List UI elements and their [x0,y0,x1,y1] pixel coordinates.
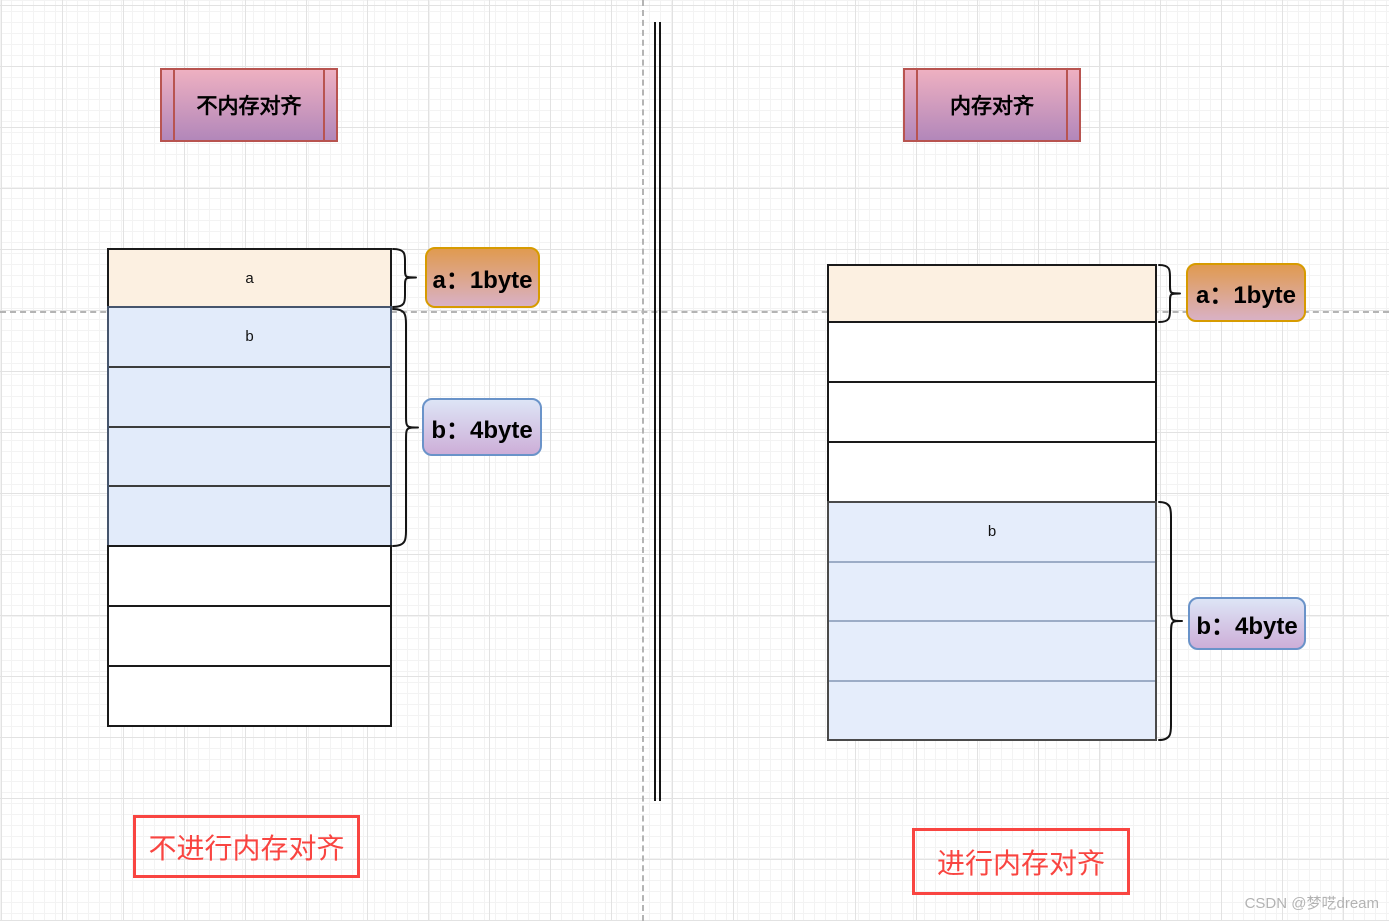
left-callout-b: b：4byte [422,398,542,456]
process-bar-left [916,70,918,140]
left-brace-a [391,248,417,308]
left-memory-cell-a: a [107,248,392,308]
right-memory-cell-pad-2 [827,381,1157,443]
process-bar-right [323,70,325,140]
left-memory-block-b: b [107,306,392,547]
right-caption-box: 进行内存对齐 [912,828,1130,895]
left-memory-cell-b1: b [109,308,390,368]
right-memory-cell-pad-3 [827,441,1157,503]
left-brace-b [391,308,419,547]
right-callout-b: b：4byte [1188,597,1306,650]
right-title-box: 内存对齐 [903,68,1081,142]
right-cell-b-label: b [987,523,997,541]
right-memory-cell-pad-1 [827,321,1157,383]
left-memory-cell-b3 [109,428,390,488]
right-callout-b-label: b：4byte [1196,613,1298,640]
left-caption-box: 不进行内存对齐 [133,815,360,878]
right-memory-cell-a [827,264,1157,323]
left-memory-cell-b2 [109,368,390,428]
right-memory-cell-b1: b [829,503,1155,563]
left-memory-cell-free-2 [107,605,392,667]
vertical-dashed-guide [642,0,644,921]
left-title-label: 不内存对齐 [196,95,302,118]
right-memory-stack: b [827,264,1157,741]
left-cell-a-label: a [245,269,254,287]
right-brace-b [1157,501,1183,741]
left-cell-b-label: b [245,328,254,346]
process-bar-right [1066,70,1068,140]
right-callout-a-label: a：1byte [1195,282,1297,309]
left-title-box: 不内存对齐 [160,68,338,142]
right-callout-a: a：1byte [1186,263,1306,322]
left-callout-a-label: a：1byte [432,267,533,294]
horizontal-dashed-guide [0,311,1389,313]
process-bar-left [173,70,175,140]
right-title-label: 内存对齐 [950,95,1034,118]
right-memory-cell-b3 [829,622,1155,682]
left-memory-stack: a b [107,248,392,727]
left-memory-cell-free-3 [107,665,392,727]
right-brace-a [1157,264,1181,323]
right-memory-cell-b4 [829,682,1155,740]
center-double-line-divider [654,22,661,801]
left-memory-cell-b4 [109,487,390,545]
left-memory-cell-free-1 [107,545,392,607]
left-callout-b-label: b：4byte [431,416,533,444]
right-caption-label: 进行内存对齐 [936,847,1105,879]
right-memory-cell-b2 [829,563,1155,622]
right-memory-block-b: b [827,501,1157,741]
left-caption-label: 不进行内存对齐 [148,832,345,864]
csdn-watermark: CSDN @梦呓dream [1244,895,1379,912]
left-callout-a: a：1byte [425,247,540,308]
